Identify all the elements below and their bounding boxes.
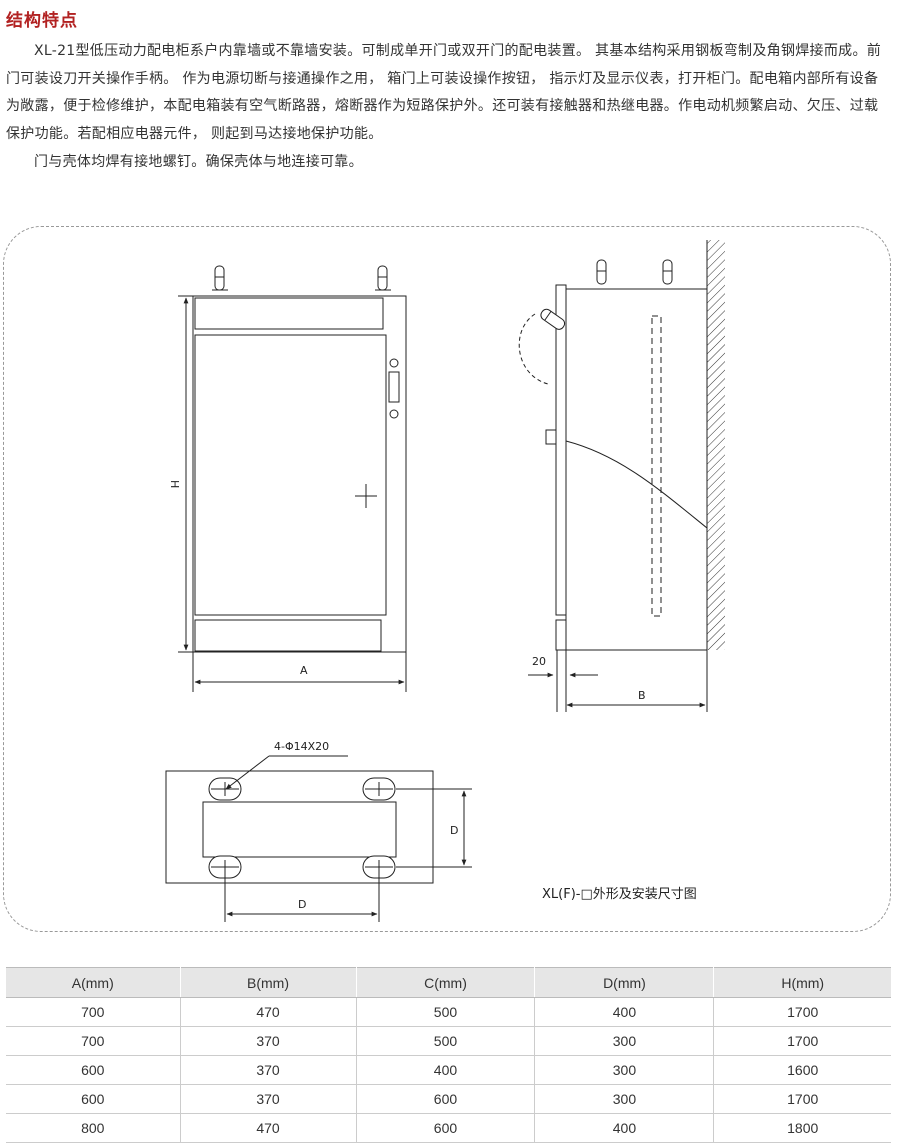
front-door — [194, 334, 387, 616]
hole-spec-label: 4-Φ14X20 — [274, 740, 329, 753]
grounding-paragraph: 门与壳体均焊有接地螺钉。确保壳体与地连接可靠。 — [34, 154, 363, 170]
col-header-b: B(mm) — [180, 967, 357, 998]
dim-label-h: H — [168, 480, 181, 488]
side-view — [518, 240, 725, 712]
dimension-table: A(mm) B(mm) C(mm) D(mm) H(mm) 700 470 50… — [6, 967, 891, 1143]
cabinet-diagram: H A 20 B — [165, 240, 725, 922]
lifting-eye-right — [377, 265, 388, 291]
table-cell: 1700 — [713, 1026, 891, 1056]
table-cell: 1600 — [713, 1055, 891, 1085]
diagram-frame — [3, 226, 891, 932]
wall-hatch — [707, 240, 725, 650]
table-cell: 400 — [534, 997, 715, 1027]
bottom-panel — [194, 619, 382, 652]
table-row: 700 470 500 400 1700 — [6, 997, 891, 1027]
diagram-caption: XL(F)-□外形及安装尺寸图 — [542, 887, 697, 902]
table-row: 600 370 400 300 1600 — [6, 1055, 891, 1085]
table-cell: 370 — [180, 1084, 357, 1114]
col-header-c: C(mm) — [356, 967, 536, 998]
col-header-d: D(mm) — [534, 967, 715, 998]
table-row: 800 470 600 400 1800 — [6, 1113, 891, 1143]
dim-label-d-vertical: D — [450, 824, 458, 837]
table-cell: 500 — [356, 997, 536, 1027]
table-cell: 300 — [534, 1055, 715, 1085]
dim-label-20: 20 — [532, 655, 546, 668]
table-cell: 370 — [180, 1055, 357, 1085]
dim-label-d-horizontal: D — [298, 898, 306, 911]
base-plate — [165, 770, 434, 884]
table-cell: 600 — [6, 1055, 181, 1085]
side-door — [555, 284, 567, 616]
table-cell: 700 — [6, 1026, 181, 1056]
table-header-row: A(mm) B(mm) C(mm) D(mm) H(mm) — [6, 967, 891, 998]
dim-label-a: A — [300, 664, 308, 677]
door-handle — [388, 371, 400, 403]
table-cell: 300 — [534, 1026, 715, 1056]
cabinet-outline — [192, 295, 407, 653]
section-title: 结构特点 — [6, 11, 78, 31]
table-cell: 470 — [180, 997, 357, 1027]
internal-rail — [651, 315, 662, 617]
indicator-light-bottom — [389, 409, 399, 419]
table-cell: 1700 — [713, 1084, 891, 1114]
base-opening — [202, 801, 397, 858]
side-body — [565, 288, 708, 651]
col-header-h: H(mm) — [713, 967, 891, 998]
table-cell: 300 — [534, 1084, 715, 1114]
table-cell: 600 — [356, 1084, 536, 1114]
lifting-eye-left — [214, 265, 225, 291]
description-paragraph: XL-21型低压动力配电柜系户内靠墙或不靠墙安装。可制成单开门或双开门的配电装置… — [6, 43, 882, 142]
table-cell: 1800 — [713, 1113, 891, 1143]
table-cell: 500 — [356, 1026, 536, 1056]
table-cell: 470 — [180, 1113, 357, 1143]
top-panel — [194, 297, 384, 330]
front-view — [178, 265, 407, 692]
plan-view — [165, 755, 472, 922]
table-cell: 1700 — [713, 997, 891, 1027]
mounting-hole-tr — [362, 777, 396, 801]
table-row: 600 370 600 300 1700 — [6, 1084, 891, 1114]
indicator-light-top — [389, 358, 399, 368]
table-row: 700 370 500 300 1700 — [6, 1026, 891, 1056]
table-cell: 400 — [534, 1113, 715, 1143]
table-cell: 800 — [6, 1113, 181, 1143]
table-cell: 700 — [6, 997, 181, 1027]
table-cell: 600 — [6, 1084, 181, 1114]
col-header-a: A(mm) — [6, 967, 181, 998]
dim-label-b: B — [638, 689, 646, 702]
table-cell: 600 — [356, 1113, 536, 1143]
table-cell: 370 — [180, 1026, 357, 1056]
table-cell: 400 — [356, 1055, 536, 1085]
